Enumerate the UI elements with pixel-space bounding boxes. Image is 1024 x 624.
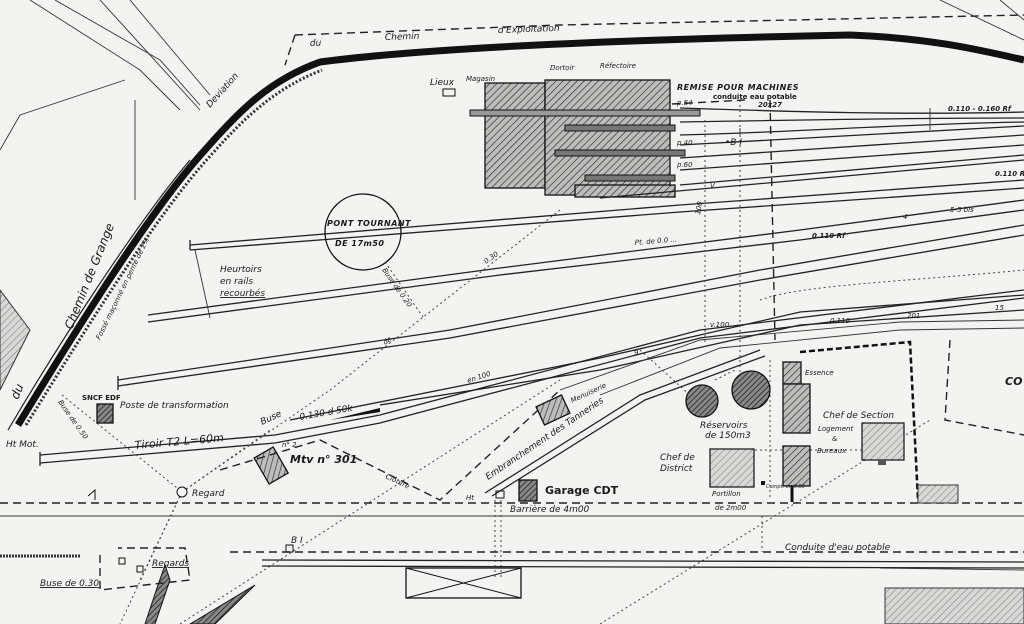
regard-marker (176, 486, 188, 498)
heurtoirs-label-1: Heurtoirs (220, 265, 262, 275)
road-label-exploitation: d'Exploitation (498, 24, 560, 36)
chef-section-house (861, 422, 905, 461)
chef-district-label-1: Chef de (660, 453, 695, 463)
du-label-left: du (8, 381, 27, 401)
reservoirs-label-1: Réservoirs (700, 420, 748, 431)
reservoirs-label-2: de 150m3 (705, 431, 751, 441)
lieux-box (442, 88, 456, 97)
pont-tournant-label: PONT TOURNANT (327, 219, 411, 228)
hatched-ramp (189, 584, 256, 624)
track-label-v: V (710, 182, 716, 190)
hatched-block-bottom-right (884, 587, 1024, 624)
track-label-55: 5-5 bis (950, 206, 974, 214)
portillon-label: Portillon (712, 490, 741, 498)
track-label-0110: 0.110 (830, 317, 851, 325)
hatched-annex (917, 484, 959, 504)
refectoire-label: Réfectoire (600, 62, 636, 70)
section-fence (799, 340, 920, 501)
poste-transformation (96, 403, 114, 424)
track-label-100: 100 (694, 200, 704, 215)
chef-section-label: Chef de Section (823, 411, 894, 421)
road-label-chemin: Chemin (385, 32, 420, 43)
track-label-9: 9 (634, 349, 639, 357)
track-label-p40: p.40 (676, 139, 693, 147)
pont-tournant (324, 193, 402, 271)
tracks-fan (599, 107, 1024, 199)
reservoir-1 (685, 384, 719, 418)
bi-label: B I (291, 536, 303, 546)
tracks-main (39, 179, 1024, 466)
poste-owner-label: SNCF EDF (82, 394, 121, 402)
track-label-p64: p.64 (676, 99, 693, 107)
bi-marker (285, 544, 294, 553)
regards-label: Regards (152, 559, 189, 569)
track-label-rf2: 0.110 Rf (995, 170, 1024, 178)
heurtoirs-label-2: en rails (220, 277, 253, 287)
track-label-rf3: 0.110 Rf (812, 232, 846, 240)
bureaux-building (782, 445, 811, 487)
road-top-left (0, 0, 1024, 200)
poste-label: Poste de transformation (120, 401, 229, 411)
embankment (7, 31, 1024, 431)
track-label-p60: p.60 (676, 161, 693, 169)
hatched-zone-left (0, 289, 31, 391)
conduite-top-label: conduite eau potable (713, 93, 797, 101)
essence-building (782, 361, 802, 385)
track-label-15: 15 (995, 304, 1004, 312)
magasin-label: Magasin (466, 75, 495, 83)
road-label-du: du (310, 38, 322, 49)
garage-label: Garage CDT (545, 484, 619, 497)
portillon-size-label: de 2m00 (715, 504, 747, 512)
track-label-pt: Pt. de 0.0 ... (634, 235, 677, 247)
compteur-label: Compt. en 0.80 (766, 484, 805, 490)
menuiserie-building (535, 394, 571, 426)
bureaux-label: Bureaux (817, 447, 847, 455)
logement-label: Logement (818, 425, 853, 433)
crossed-box (405, 567, 522, 599)
buse-030-label: Buse de 0.30 (40, 579, 99, 589)
remise-pour-machines (469, 79, 701, 198)
barriere-label: Barrière de 4m00 (510, 504, 590, 515)
essence-label: Essence (805, 369, 834, 377)
et-label: & (832, 435, 838, 443)
chef-district-label-2: District (660, 464, 693, 474)
conduite-bottom-label: Conduite d'eau potable (785, 543, 891, 553)
regard-label: Regard (192, 489, 225, 499)
co-zone (944, 339, 1024, 436)
reservoir-2 (731, 370, 771, 410)
co-label: CO (1005, 375, 1022, 388)
track-label-4: 4 (903, 213, 907, 221)
chef-district-house (709, 448, 755, 488)
mtv-no-label: n° 2 (282, 441, 297, 449)
track-label-v100: v.100 (710, 321, 730, 329)
heurtoirs-label-3: recourbés (220, 288, 265, 299)
track-label-201: 201 (907, 312, 920, 320)
mtv-label: Mtv n° 301 (290, 453, 357, 466)
track-label-bi: •B I (725, 138, 742, 148)
de-label: de (382, 335, 394, 347)
boundary-exploitation (294, 14, 1024, 36)
pont-tournant-size: DE 17m50 (335, 239, 385, 248)
ht-label: Ht (466, 494, 474, 502)
embranchement-track (484, 349, 761, 494)
heurtoir-line (194, 249, 211, 319)
track-label-rf1: 0.110 - 0.160 Rf (948, 105, 1012, 113)
dortoir-label: Dortoir (550, 64, 576, 72)
garage-cdt (518, 479, 538, 502)
lieux-label: Lieux (430, 78, 455, 88)
mtv-301-building (253, 446, 290, 485)
remise-label: REMISE POUR MACHINES (677, 83, 799, 92)
ht-mot-label: Ht Mot. (6, 440, 39, 450)
cloture-fence (219, 389, 561, 501)
bottom-track (261, 559, 1024, 569)
